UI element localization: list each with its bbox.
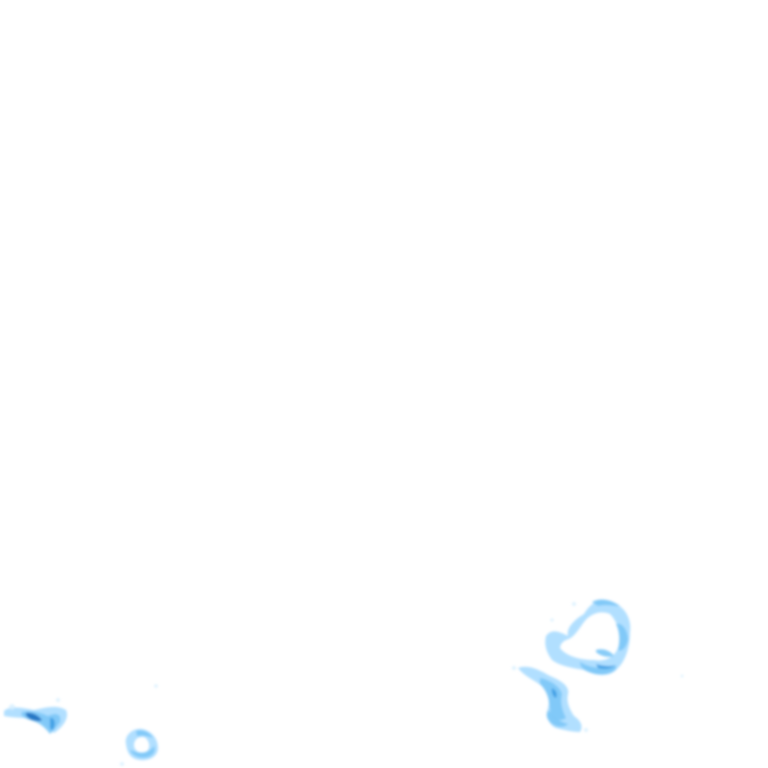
radar-echo-cluster-southeast-tail [512,666,588,732]
radar-echo-cluster-southwest-ring [120,684,158,766]
radar-echo-cluster-southeast-ring [545,599,684,678]
radar-echo-cluster-southwest-left [4,698,68,734]
